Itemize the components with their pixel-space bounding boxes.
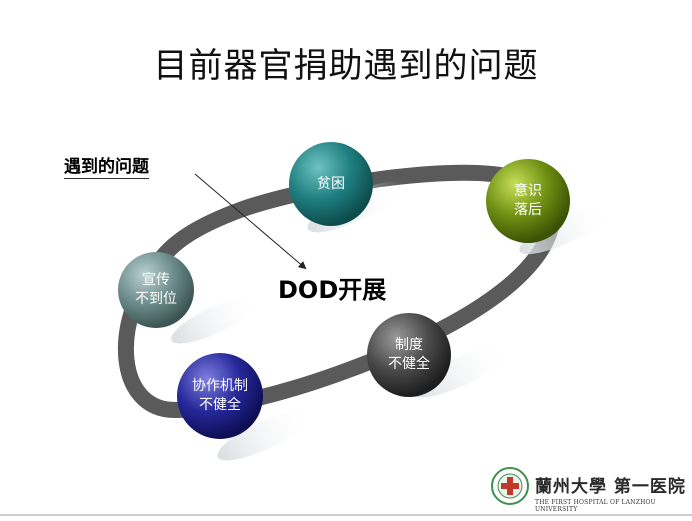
shadow <box>171 296 259 344</box>
awareness-line-1: 意识 <box>514 183 542 199</box>
callout-label: 遇到的问题 <box>64 152 149 179</box>
system-line-1: 制度 <box>395 337 423 353</box>
publicity-label: 宣传 不到位 <box>111 271 201 309</box>
mechanism-label: 协作机制 不健全 <box>175 377 265 415</box>
cycle-ring <box>117 164 560 419</box>
shadow <box>519 205 611 255</box>
system-label: 制度 不健全 <box>364 336 454 374</box>
poverty-ball <box>289 142 373 226</box>
awareness-line-2: 落后 <box>514 202 542 218</box>
mechanism-line-1: 协作机制 <box>192 378 248 394</box>
publicity-line-1: 宣传 <box>142 272 170 288</box>
awareness-ball <box>486 159 570 243</box>
center-label: DOD开展 <box>278 276 387 304</box>
publicity-line-2: 不到位 <box>135 291 177 307</box>
shadow <box>217 409 313 461</box>
hospital-seal-icon <box>491 467 529 505</box>
publicity-ball <box>118 252 194 328</box>
system-line-2: 不健全 <box>388 356 430 372</box>
hospital-logo: 蘭州大學 第一医院 THE FIRST HOSPITAL OF LANZHOU … <box>535 472 692 513</box>
hospital-name-en: THE FIRST HOSPITAL OF LANZHOU UNIVERSITY <box>535 499 656 513</box>
system-ball <box>367 313 451 397</box>
awareness-label: 意识 落后 <box>483 182 573 220</box>
footer-divider <box>0 514 692 516</box>
slide-title: 目前器官捐助遇到的问题 <box>153 46 539 86</box>
poverty-label: 贫困 <box>286 175 376 194</box>
poverty-text: 贫困 <box>317 176 345 192</box>
mechanism-ball <box>177 353 263 439</box>
callout-arrow <box>194 173 307 270</box>
hospital-name-cn: 蘭州大學 第一医院 <box>535 477 686 497</box>
mechanism-line-2: 不健全 <box>199 397 241 413</box>
